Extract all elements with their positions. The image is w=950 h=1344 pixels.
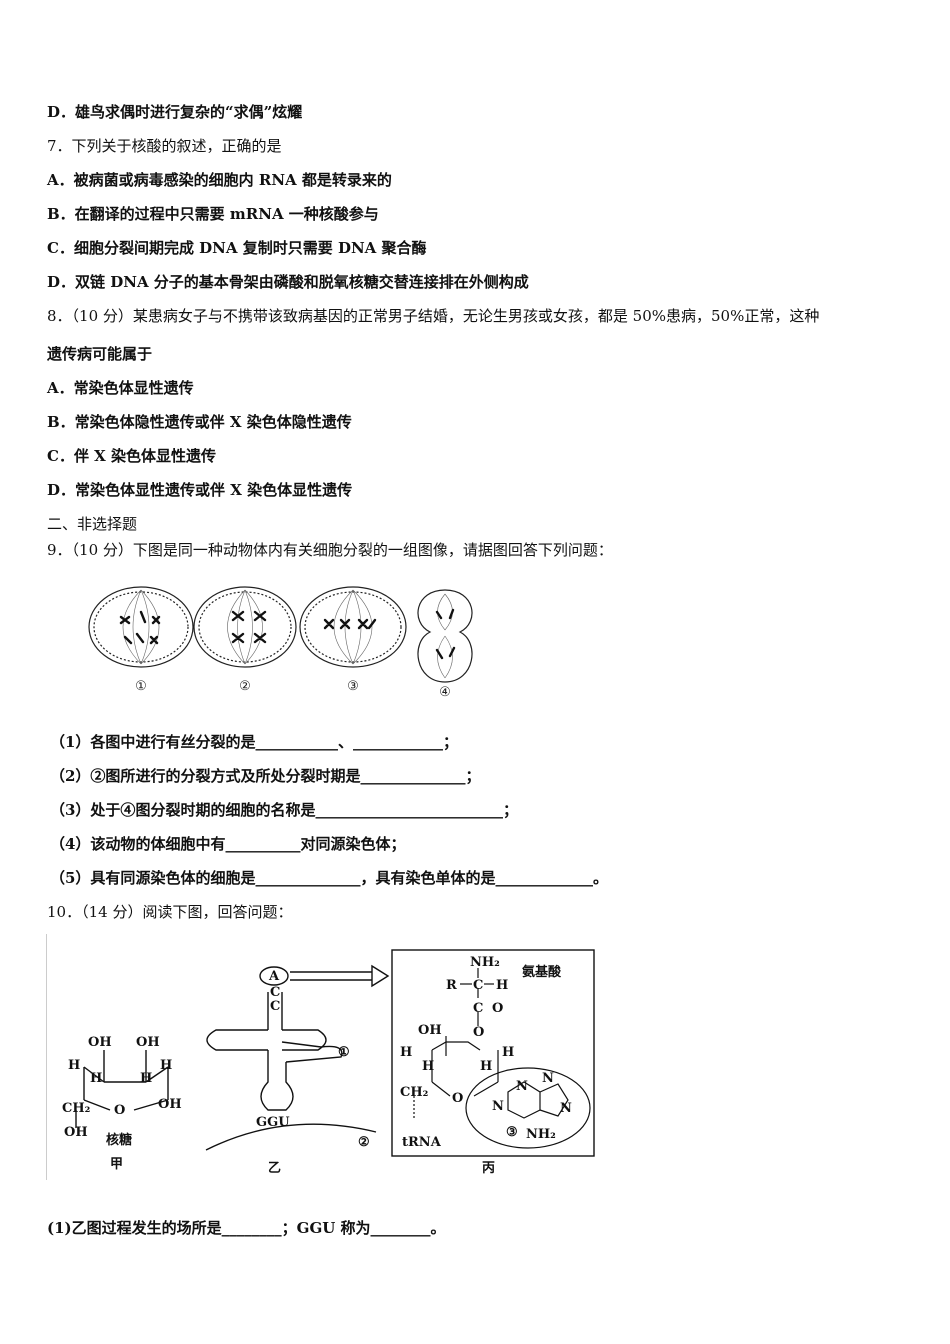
figure-label-yi: 乙 (268, 1161, 281, 1176)
aa-r: R (446, 978, 457, 993)
section-heading: 二、非选择题 (47, 515, 138, 533)
base-n-a: N (516, 1079, 528, 1094)
cell-label-4: ④ (439, 685, 451, 700)
aa-h: H (496, 978, 508, 993)
q8-option-c: C．伴 X 染色体显性遗传 (47, 447, 217, 465)
trna-text: tRNA (402, 1135, 442, 1150)
ribose-oh-2: OH (136, 1035, 160, 1050)
ribose-oh-4: OH (64, 1125, 88, 1140)
ribose-h-4: H (160, 1058, 172, 1073)
amino-acid-label: 氨基酸 (521, 964, 562, 980)
aminoacyl-box (391, 949, 595, 1157)
q10-subq-1: (1)乙图过程发生的场所是________；GGU 称为________。 (47, 1219, 446, 1237)
ribose-o: O (114, 1103, 125, 1118)
trna-label-2: ② (358, 1135, 370, 1150)
figure-label-bing: 丙 (482, 1161, 495, 1176)
base-nh2: NH₂ (526, 1127, 556, 1142)
q9-subq-5: （5）具有同源染色体的细胞是______________，具有染色单体的是___… (50, 869, 608, 887)
trna-c-2: C (270, 999, 280, 1014)
ribose-h-2: H (90, 1071, 102, 1086)
q8-stem-line2: 遗传病可能属于 (47, 345, 153, 363)
cell-1 (88, 586, 194, 668)
base-n-c: N (560, 1101, 572, 1116)
cell-4 (417, 589, 473, 683)
q7-option-d: D．双链 DNA 分子的基本骨架由磷酸和脱氧核糖交替连接排在外侧构成 (47, 273, 529, 291)
cell-division-figure: ① ② ③ ④ (88, 586, 473, 700)
trna-a: A (268, 969, 280, 984)
q9-subq-3: （3）处于④图分裂时期的细胞的名称是______________________… (50, 801, 518, 819)
q7-option-b: B．在翻译的过程中只需要 mRNA 一种核酸参与 (47, 205, 379, 223)
trna-figure: OH OH H H H H CH₂ O OH OH 核糖 甲 A C C GGU… (46, 934, 595, 1180)
ribose-h-b: H (422, 1059, 434, 1074)
ribose-ch2-b: CH₂ (400, 1085, 428, 1100)
q9-subq-1: （1）各图中进行有丝分裂的是___________、____________； (50, 733, 458, 751)
base-label-3: ③ (506, 1125, 518, 1140)
cell-2 (193, 586, 297, 668)
q7-option-c: C．细胞分裂间期完成 DNA 复制时只需要 DNA 聚合酶 (47, 239, 427, 257)
aa-c: C (473, 978, 483, 993)
q9-subq-4: （4）该动物的体细胞中有__________对同源染色体； (50, 835, 406, 853)
aa-c-double: C (473, 1001, 483, 1016)
trna-ggu: GGU (256, 1115, 290, 1130)
q8-stem-line1: 8．（10 分）某患病女子与不携带该致病基因的正常男子结婚，无论生男孩或女孩，都… (47, 307, 820, 325)
ribose-name: 核糖 (106, 1132, 132, 1148)
ribose-structure (75, 1050, 169, 1128)
trna-c-1: C (270, 985, 280, 1000)
ribose-oh-3: OH (158, 1097, 182, 1112)
cell-label-2: ② (239, 679, 251, 694)
cell-label-1: ① (135, 679, 147, 694)
ribose-oh-1: OH (88, 1035, 112, 1050)
base-n-d: N (492, 1099, 504, 1114)
q7-stem: 7．下列关于核酸的叙述，正确的是 (47, 137, 282, 155)
ribose-oh: OH (418, 1023, 442, 1038)
q7-option-a: A．被病菌或病毒感染的细胞内 RNA 都是转录来的 (47, 171, 392, 189)
q8-option-a: A．常染色体显性遗传 (47, 379, 194, 397)
ribose-h-a: H (400, 1045, 412, 1060)
ribose-ch2: CH₂ (62, 1101, 90, 1116)
cell-3 (299, 586, 407, 668)
q8-option-d: D．常染色体显性遗传或伴 X 染色体显性遗传 (47, 481, 353, 499)
q9-stem: 9．（10 分）下图是同一种动物体内有关细胞分裂的一组图像，请据图回答下列问题： (47, 541, 613, 559)
ribose-h-3: H (140, 1071, 152, 1086)
aa-o: O (473, 1025, 484, 1040)
trna-cloverleaf (205, 964, 390, 1151)
q6-option-d: D．雄鸟求偶时进行复杂的“求偶”炫耀 (47, 103, 303, 121)
ribose-h-d: H (502, 1045, 514, 1060)
q9-subq-2: （2）②图所进行的分裂方式及所处分裂时期是______________； (50, 767, 481, 785)
ribose-h-1: H (68, 1058, 80, 1073)
aa-o-eq: O (492, 1001, 503, 1016)
trna-label-1: ① (338, 1045, 350, 1060)
ribose-o-b: O (452, 1091, 463, 1106)
q8-option-b: B．常染色体隐性遗传或伴 X 染色体隐性遗传 (47, 413, 352, 431)
q10-stem: 10．（14 分）阅读下图，回答问题： (47, 903, 293, 921)
aa-nh2: NH₂ (470, 955, 500, 970)
base-n-b: N (542, 1071, 554, 1086)
ribose-h-c: H (480, 1059, 492, 1074)
cell-label-3: ③ (347, 679, 359, 694)
figure-label-jia: 甲 (110, 1157, 123, 1172)
base-circle (465, 1067, 591, 1149)
